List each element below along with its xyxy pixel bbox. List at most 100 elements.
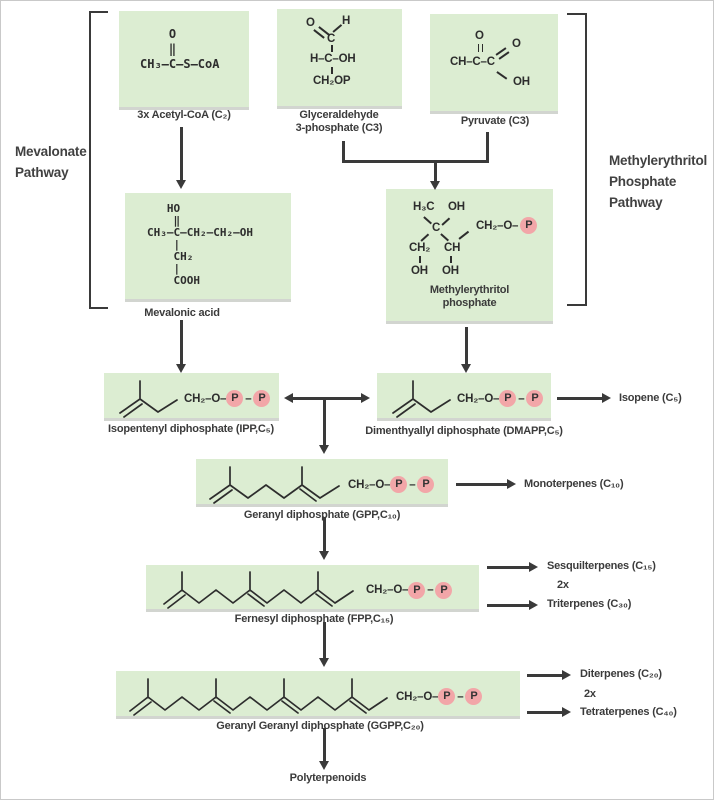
mevalonate-pathway-line2: Pathway: [15, 165, 69, 180]
dmapp-label: Dimenthyallyl diphosphate (DMAPP,C₅): [365, 425, 563, 437]
arrow-pyruvate-stub: [486, 132, 489, 162]
g3p-hydrogen: H: [342, 15, 351, 27]
dmapp-box: CH₂–O– P – P: [377, 373, 551, 418]
arrow-fpp-to-ggpp: [323, 622, 326, 659]
arrowhead-right: [507, 479, 516, 489]
arrow-dmapp-to-isopene: [557, 397, 603, 400]
fpp-box: CH₂–O– P – P: [146, 565, 479, 609]
mevalonic-acid-structure: HO ‖ CH₃–C–CH₂–CH₂–OH | CH₂ | COOH: [147, 202, 253, 287]
arrowhead-right: [529, 600, 538, 610]
dmapp-phosphate-chain: CH₂–O– P – P: [457, 390, 544, 407]
g3p-carbon: C: [327, 33, 336, 45]
arrow-acetyl-to-mevalonic: [180, 127, 183, 181]
ggpp-box: CH₂–O– P – P: [116, 671, 520, 716]
arrowhead-down: [319, 445, 329, 454]
mevalonate-pathway-line1: Mevalonate: [15, 144, 87, 159]
product-sesquiterpenes: Sesquilterpenes (C₁₅): [547, 560, 656, 572]
pyruvate-main-row: CH–C–C: [450, 56, 495, 68]
arrow-gpp-to-fpp: [323, 517, 326, 552]
arrow-mevalonic-to-ipp: [180, 320, 183, 365]
mevalonate-bracket: [89, 11, 108, 309]
mep-pathway-line1: Methylerythritol: [609, 153, 708, 168]
bond-single: [496, 71, 508, 80]
arrowhead-right: [361, 393, 370, 403]
mep-label-line1: Methylerythritol: [429, 284, 510, 296]
arrowhead-right: [529, 562, 538, 572]
g3p-box: O H C H–C–OH CH₂OP: [277, 9, 402, 106]
phosphate-icon: P: [520, 217, 538, 234]
product-polyterpenoids: Polyterpenoids: [289, 772, 367, 784]
product-triterpenes: Triterpenes (C₃₀): [547, 598, 632, 610]
arrowhead-right: [562, 707, 571, 717]
pyruvate-label: Pyruvate (C3): [460, 115, 530, 127]
ggpp-skeleton: [129, 677, 388, 716]
bond-single: [331, 45, 333, 52]
arrow-fpp-to-sesquiterpenes: [487, 566, 530, 569]
phosphate-icon: P: [435, 581, 453, 599]
arrow-gpp-to-monoterpenes: [456, 483, 508, 486]
multiplier-2x: 2x: [557, 579, 569, 591]
dmapp-skeleton: [392, 379, 451, 418]
arrowhead-down: [319, 658, 329, 667]
mep-box: H₃C OH C CH₂ CH OH OH CH₂–O– P Methylery…: [386, 189, 553, 321]
product-tetraterpenes: Tetraterpenes (C₄₀): [580, 706, 677, 718]
phosphate-icon: P: [417, 476, 435, 493]
product-diterpenes: Diterpenes (C₂₀): [580, 668, 662, 680]
mep-chain-text: CH₂–O–: [476, 219, 519, 232]
arrowhead-right: [562, 670, 571, 680]
mep-pathway-line3: Pathway: [609, 195, 663, 210]
ggpp-label: Geranyl Geranyl diphosphate (GGPP,C₂₀): [216, 720, 424, 732]
ipp-chain-text: CH₂–O–: [184, 392, 227, 405]
bond-single: [423, 216, 432, 225]
ipp-label: Isopentenyl diphosphate (IPP,C₅): [108, 423, 274, 435]
g3p-oxygen: O: [306, 17, 315, 29]
product-monoterpenes: Monoterpenes (C₁₀): [524, 478, 624, 490]
mep-ch: CH: [444, 242, 461, 254]
fpp-label: Fernesyl diphosphate (FPP,C₁₅): [234, 613, 394, 625]
arrow-mep-to-dmapp: [465, 327, 468, 365]
ipp-box: CH₂–O– P – P: [104, 373, 279, 418]
dmapp-chain-text: CH₂–O–: [457, 392, 500, 405]
arrow-to-gpp: [323, 398, 326, 446]
mep-oh-left: OH: [411, 265, 428, 277]
ggpp-chain-text: CH₂–O–: [396, 690, 439, 703]
acetyl-coa-label: 3x Acetyl-CoA (C₂): [137, 109, 231, 121]
gpp-phosphate-chain: CH₂–O– P – P: [348, 476, 435, 493]
mevalonic-acid-label: Mevalonic acid: [144, 307, 220, 319]
mep-ch2: CH₂: [409, 242, 431, 254]
bond-double: [481, 44, 484, 52]
mep-label-line2: phosphate: [442, 297, 497, 309]
mep-bracket: [567, 13, 587, 306]
phosphate-icon: P: [465, 688, 483, 705]
merge-line: [342, 160, 489, 163]
arrow-ggpp-to-diterpenes: [527, 674, 563, 677]
phosphate-icon: P: [438, 688, 456, 705]
mep-phosphate-chain: CH₂–O– P: [476, 217, 538, 234]
phosphate-icon: P: [390, 476, 408, 493]
mep-oh-top: OH: [448, 201, 465, 213]
pyruvate-box: O CH–C–C O OH: [430, 14, 558, 111]
pyruvate-o-top: O: [475, 30, 484, 42]
bond-single: [331, 67, 333, 74]
bond-dash: –: [409, 478, 416, 491]
g3p-hcoh-row: H–C–OH: [310, 53, 356, 65]
arrowhead-left: [284, 393, 293, 403]
mevalonic-acid-box: HO ‖ CH₃–C–CH₂–CH₂–OH | CH₂ | COOH: [125, 193, 291, 299]
acetyl-coa-structure: O ‖ CH₃–C–S–CoA: [140, 27, 220, 71]
gpp-box: CH₂–O– P – P: [196, 459, 448, 504]
bond-single: [419, 256, 421, 263]
arrow-ggpp-to-tetraterpenes: [527, 711, 563, 714]
gpp-chain-text: CH₂–O–: [348, 478, 391, 491]
arrowhead-right: [602, 393, 611, 403]
ipp-phosphate-chain: CH₂–O– P – P: [184, 390, 271, 407]
mep-pathway-title: Methylerythritol Phosphate Pathway: [609, 150, 707, 213]
bond-double: [477, 44, 480, 52]
phosphate-icon: P: [526, 390, 544, 407]
gpp-label: Geranyl diphosphate (GPP,C₁₀): [243, 509, 401, 521]
arrowhead-down: [461, 364, 471, 373]
arrow-ipp-dmapp: [293, 397, 361, 400]
gpp-skeleton: [209, 465, 340, 504]
bond-single: [420, 233, 429, 242]
bond-dash: –: [427, 584, 434, 596]
bond-dash: –: [457, 690, 464, 703]
